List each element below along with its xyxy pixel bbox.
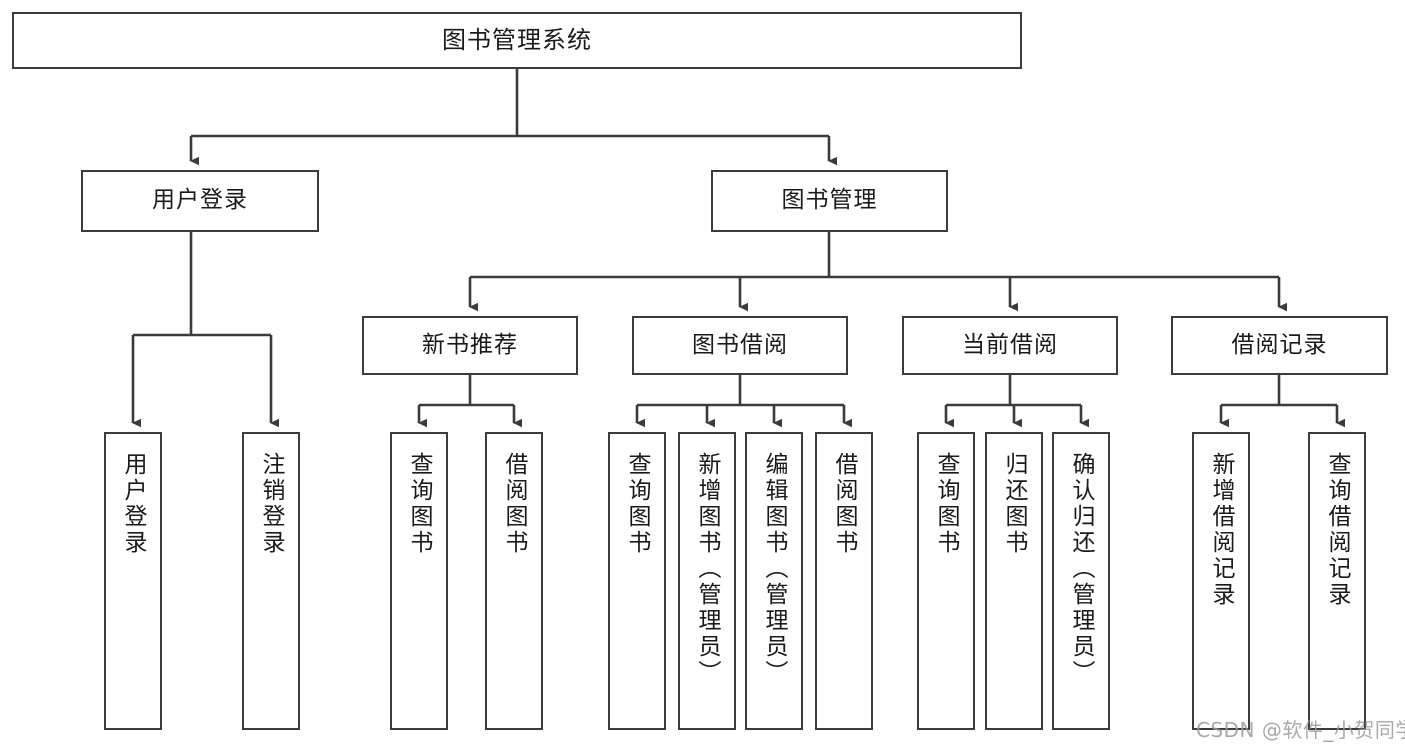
- node-label: 新增图书（管理员）: [694, 452, 721, 686]
- node-label: 查询图书: [406, 452, 433, 556]
- node-root-system[interactable]: 图书管理系统: [12, 12, 1022, 69]
- node-label: 当前借阅: [962, 331, 1058, 358]
- node-label: 归还图书: [1001, 452, 1028, 556]
- node-label: 用户登录: [120, 452, 147, 556]
- node-label: 查询图书: [624, 452, 651, 556]
- node-label: 编辑图书（管理员）: [761, 452, 788, 686]
- node-leaf-query-book-2[interactable]: 查询图书: [608, 432, 666, 730]
- node-label: 查询借阅记录: [1324, 452, 1351, 608]
- node-label: 新书推荐: [422, 331, 518, 358]
- node-leaf-borrow-book-1[interactable]: 借阅图书: [485, 432, 543, 730]
- node-leaf-return-book[interactable]: 归还图书: [985, 432, 1043, 730]
- node-label: 图书管理系统: [442, 26, 592, 55]
- node-leaf-logout[interactable]: 注销登录: [242, 432, 300, 730]
- node-leaf-confirm-return[interactable]: 确认归还（管理员）: [1052, 432, 1110, 730]
- node-leaf-add-borrow-record[interactable]: 新增借阅记录: [1192, 432, 1250, 730]
- node-leaf-user-login[interactable]: 用户登录: [104, 432, 162, 730]
- node-user-login[interactable]: 用户登录: [81, 170, 319, 232]
- node-label: 借阅图书: [501, 452, 528, 556]
- node-label: 查询图书: [933, 452, 960, 556]
- node-leaf-query-book-1[interactable]: 查询图书: [390, 432, 448, 730]
- node-label: 确认归还（管理员）: [1068, 452, 1095, 686]
- node-book-manage[interactable]: 图书管理: [711, 170, 948, 232]
- node-book-borrow[interactable]: 图书借阅: [632, 316, 848, 375]
- node-label: 注销登录: [258, 452, 285, 556]
- node-leaf-add-book[interactable]: 新增图书（管理员）: [678, 432, 736, 730]
- node-label: 图书管理: [781, 187, 878, 214]
- node-borrow-record[interactable]: 借阅记录: [1171, 316, 1388, 375]
- node-leaf-query-borrow-record[interactable]: 查询借阅记录: [1308, 432, 1366, 730]
- node-label: 用户登录: [152, 187, 248, 214]
- node-label: 借阅图书: [831, 452, 858, 556]
- node-leaf-query-book-3[interactable]: 查询图书: [917, 432, 975, 730]
- node-label: 图书借阅: [692, 331, 788, 358]
- node-new-book-recommend[interactable]: 新书推荐: [362, 316, 578, 375]
- node-label: 新增借阅记录: [1208, 452, 1235, 608]
- node-leaf-borrow-book-2[interactable]: 借阅图书: [815, 432, 873, 730]
- csdn-watermark: CSDN @软件_小贺同学: [1196, 718, 1405, 742]
- node-current-borrow[interactable]: 当前借阅: [902, 316, 1118, 375]
- node-leaf-edit-book[interactable]: 编辑图书（管理员）: [745, 432, 803, 730]
- node-label: 借阅记录: [1231, 331, 1328, 358]
